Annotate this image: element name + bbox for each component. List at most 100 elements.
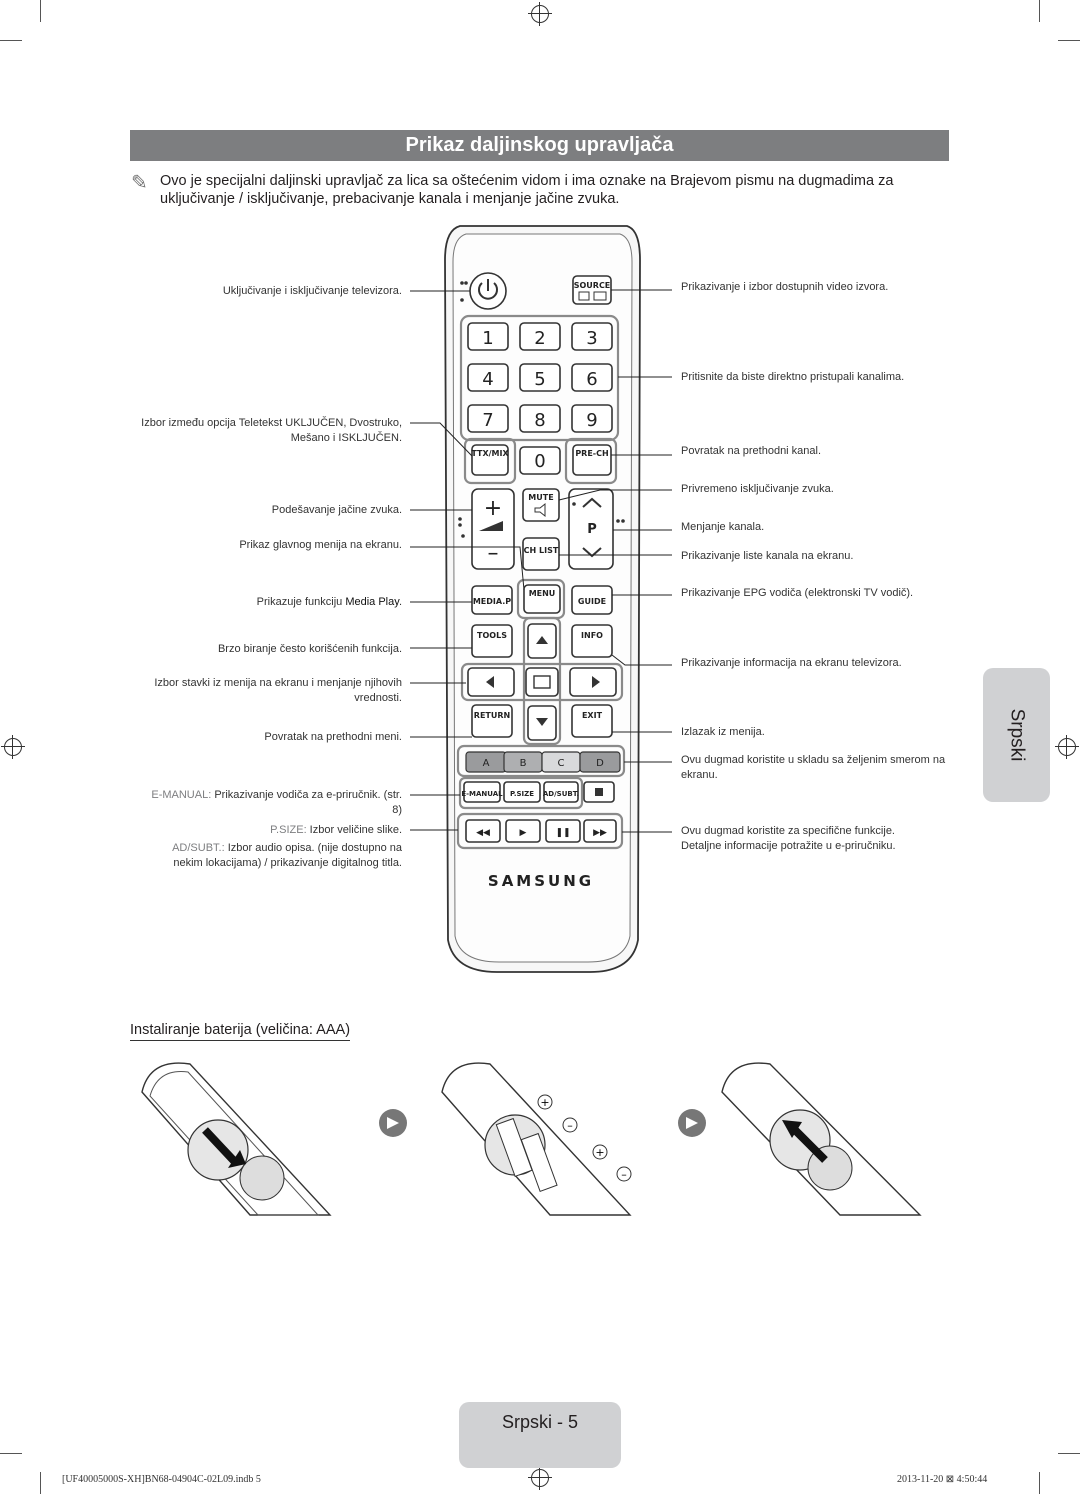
crop-mark: [40, 1472, 41, 1494]
svg-text:❚❚: ❚❚: [555, 828, 570, 838]
svg-text:0: 0: [534, 451, 545, 472]
channel-rocker: [568, 488, 614, 570]
ch-list-button: [522, 537, 560, 571]
digit-label: 7: [482, 410, 493, 431]
e-manual-button: [463, 781, 501, 803]
svg-text:–: –: [488, 541, 499, 566]
label-return: Povratak na prethodni meni.: [264, 731, 402, 743]
digit-button[interactable]: [571, 322, 613, 351]
svg-text:AD/SUBT.: AD/SUBT.: [543, 790, 579, 798]
menu-button: [523, 584, 561, 614]
ttx-mix-button: [471, 444, 509, 476]
svg-text:+: +: [540, 1096, 549, 1109]
label-tools: Brzo biranje često korišćenih funkcija.: [217, 643, 402, 655]
tools-button: [471, 624, 513, 658]
exit-button: [571, 704, 613, 738]
label-menu: Prikaz glavnog menija na ekranu.: [239, 539, 402, 551]
crop-mark: [0, 40, 22, 41]
digit-button[interactable]: [519, 404, 561, 433]
svg-text:RETURN: RETURN: [474, 711, 510, 720]
p-size-button: [503, 781, 541, 803]
crop-mark: [1058, 40, 1080, 41]
digit-label: 5: [534, 369, 545, 390]
label-source: Prikazivanje i izbor dostupnih video izv…: [681, 281, 889, 293]
battery-illustrations: .s{fill:#fff;stroke:#333;stroke-width:1.…: [141, 1062, 922, 1216]
svg-text:MEDIA.P: MEDIA.P: [473, 597, 511, 606]
digit-button[interactable]: [467, 363, 509, 392]
crop-mark: [1039, 1472, 1040, 1494]
language-side-tab: Srpski: [983, 668, 1050, 802]
svg-text:CH LIST: CH LIST: [524, 546, 559, 555]
label-arrows: Izbor stavki iz menija na ekranu i menja…: [154, 677, 402, 704]
digit-label: 6: [586, 369, 597, 390]
page-title: Prikaz daljinskog upravljača: [130, 130, 949, 161]
svg-text:B: B: [520, 758, 527, 769]
svg-text:–: –: [621, 1168, 627, 1181]
svg-text:D: D: [596, 758, 604, 769]
battery-heading: Instaliranje baterija (veličina: AAA): [130, 1022, 351, 1041]
svg-text:TOOLS: TOOLS: [477, 631, 507, 640]
label-emanual: E-MANUAL: Prikazivanje vodiča za e-priru…: [151, 789, 402, 816]
digit-button[interactable]: [519, 322, 561, 351]
battery-step-1: [141, 1062, 332, 1216]
label-psize: P.SIZE: Izbor veličine slike.: [270, 824, 402, 836]
footer-timestamp: 2013-11-20 ⊠ 4:50:44: [897, 1474, 988, 1485]
label-power: Uključivanje i isključivanje televizora.: [222, 285, 402, 297]
digit-button[interactable]: [571, 363, 613, 392]
svg-text:▶▶: ▶▶: [593, 828, 607, 838]
digit-0-button: [519, 446, 561, 475]
label-info: Prikazivanje informacija na ekranu telev…: [681, 657, 902, 669]
svg-text:PRE-CH: PRE-CH: [575, 449, 608, 458]
svg-text:GUIDE: GUIDE: [578, 597, 606, 606]
digit-label: 2: [534, 328, 545, 349]
label-media-play: Prikazuje funkciju Media Play.: [256, 596, 402, 608]
label-mute: Privremeno isključivanje zvuka.: [681, 483, 834, 495]
play-button: [505, 819, 541, 843]
digit-label: 9: [586, 410, 597, 431]
crop-mark: [0, 1453, 22, 1454]
intro-note: Ovo je specijalni daljinski upravljač za…: [160, 173, 894, 207]
svg-text:+: +: [595, 1146, 604, 1159]
enter-button: [525, 667, 559, 697]
crop-mark: [40, 0, 41, 22]
digit-label: 1: [482, 328, 493, 349]
label-channel: Menjanje kanala.: [681, 521, 765, 533]
label-digits: Pritisnite da biste direktno pristupali …: [681, 371, 905, 383]
samsung-logo: SAMSUNG: [488, 872, 594, 890]
svg-text:E-MANUAL: E-MANUAL: [461, 790, 503, 798]
digit-label: 8: [534, 410, 545, 431]
svg-text:MUTE: MUTE: [528, 493, 553, 502]
label-guide: Prikazivanje EPG vodiča (elektronski TV …: [681, 587, 914, 599]
svg-text:MENU: MENU: [529, 589, 556, 598]
label-adsubt: AD/SUBT.: Izbor audio opisa. (nije dostu…: [172, 842, 402, 869]
svg-text:A: A: [483, 758, 490, 769]
svg-text:▶: ▶: [520, 828, 527, 838]
crop-mark: [1039, 0, 1040, 22]
remote-illustration: .k { fill:#fff; stroke:#333; stroke-widt…: [410, 225, 672, 973]
fast-forward-button: [583, 819, 617, 843]
ad-subt-button: [543, 781, 579, 803]
digit-button[interactable]: [519, 363, 561, 392]
label-teletext: Izbor između opcija Teletekst UKLJUČEN, …: [141, 417, 402, 444]
svg-text:INFO: INFO: [581, 631, 603, 640]
digit-button[interactable]: [467, 404, 509, 433]
pencil-note-icon: ✎: [131, 172, 148, 194]
label-media: Ovu dugmad koristite za specifične funkc…: [681, 825, 896, 852]
svg-text:TTX/MIX: TTX/MIX: [471, 449, 509, 458]
label-volume: Podešavanje jačine zvuka.: [271, 504, 402, 516]
label-colors: Ovu dugmad koristite u skladu sa željeni…: [681, 754, 946, 781]
digit-button[interactable]: [571, 404, 613, 433]
source-label: SOURCE: [574, 281, 611, 290]
digit-button[interactable]: [467, 322, 509, 351]
svg-text:C: C: [558, 758, 565, 769]
footer-file-info: [UF40005000S-XH]BN68-04904C-02L09.indb 5: [62, 1474, 261, 1485]
pre-ch-button: [572, 444, 612, 476]
digit-label: 3: [586, 328, 597, 349]
svg-text:EXIT: EXIT: [582, 711, 603, 720]
registration-mark-icon: [528, 2, 552, 26]
guide-button: [571, 585, 613, 615]
battery-step-3: [721, 1062, 922, 1216]
label-prech: Povratak na prethodni kanal.: [681, 445, 822, 457]
svg-text:–: –: [567, 1119, 573, 1132]
registration-mark-icon: [1055, 735, 1079, 759]
